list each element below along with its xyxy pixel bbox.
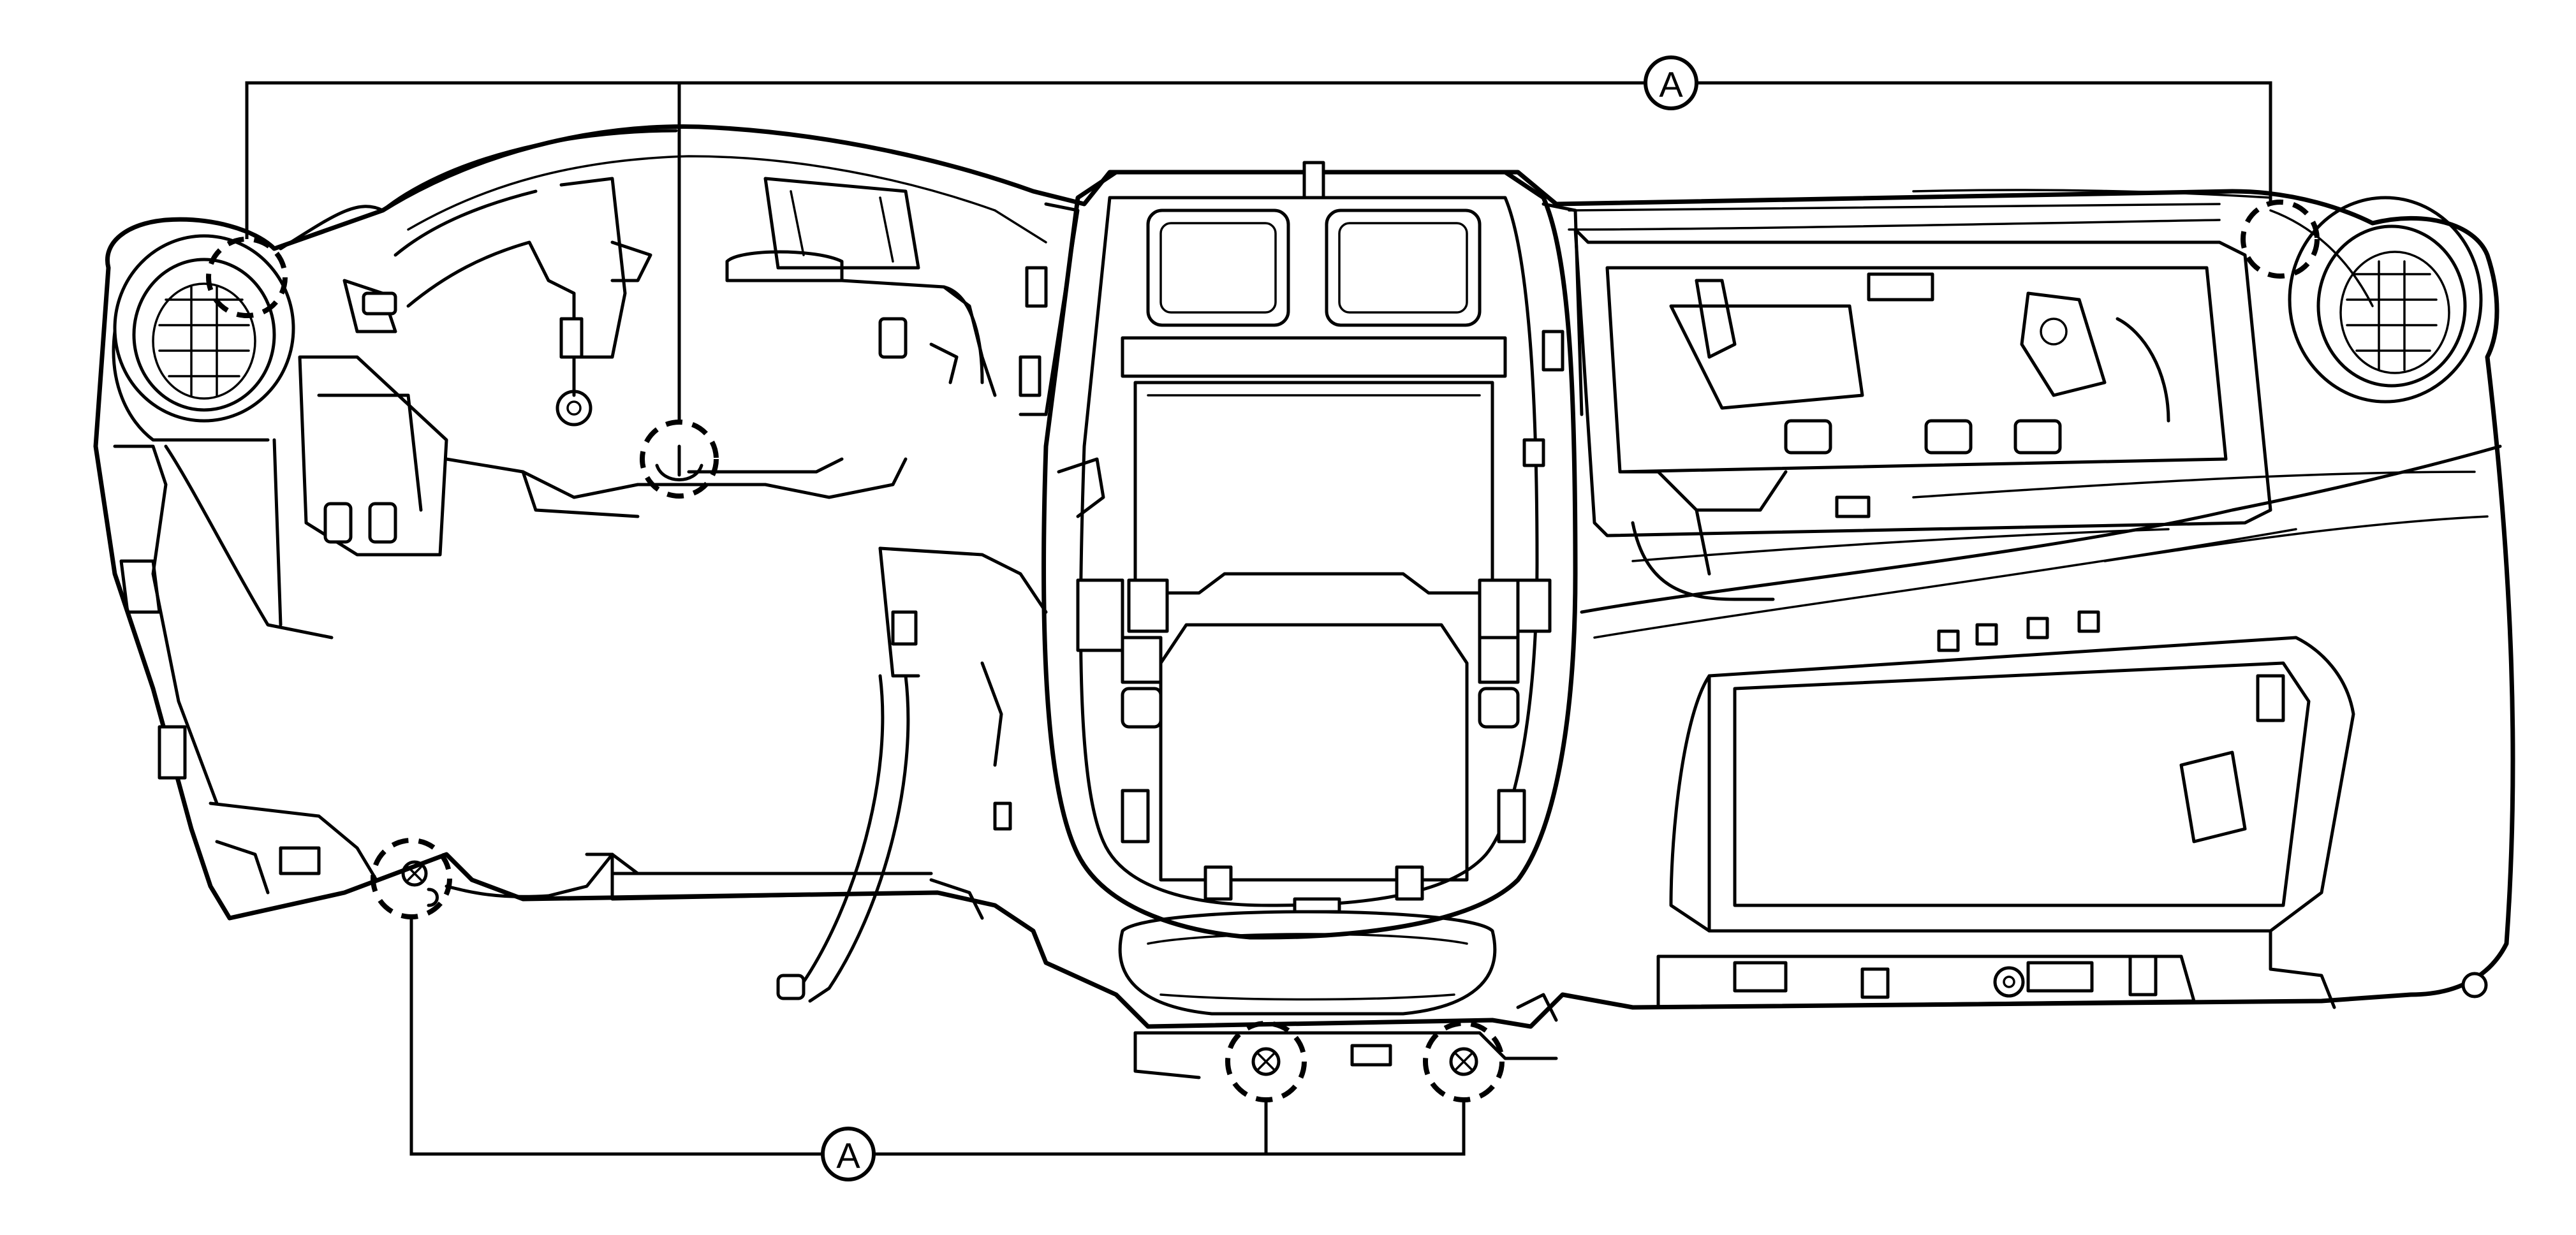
fastener-upper-right-vent	[2241, 200, 2320, 279]
callout-label: A	[836, 1136, 860, 1176]
fastener-lower-center-right	[1423, 1021, 1505, 1102]
right-air-vent	[2288, 196, 2483, 404]
glove-box-opening	[1656, 610, 2488, 1009]
left-air-vent	[112, 234, 295, 442]
glove-box-upper	[1573, 228, 2272, 601]
leader-lines	[245, 81, 2272, 1156]
callout-a-top: A	[1644, 55, 1698, 110]
instrument-panel-outline	[93, 124, 2515, 1029]
lower-left-rail	[445, 674, 984, 1003]
fastener-lower-center-left	[1225, 1021, 1307, 1102]
callout-a-bottom: A	[821, 1127, 876, 1181]
callout-label: A	[1659, 64, 1683, 105]
left-support-structure	[342, 177, 997, 518]
callout-circle	[821, 1127, 876, 1181]
left-duct-frame	[113, 355, 448, 895]
callout-circle	[1644, 55, 1698, 110]
fastener-upper-left-vent	[206, 237, 288, 318]
lower-center-tray	[1118, 910, 1558, 1079]
center-console	[878, 161, 1584, 940]
